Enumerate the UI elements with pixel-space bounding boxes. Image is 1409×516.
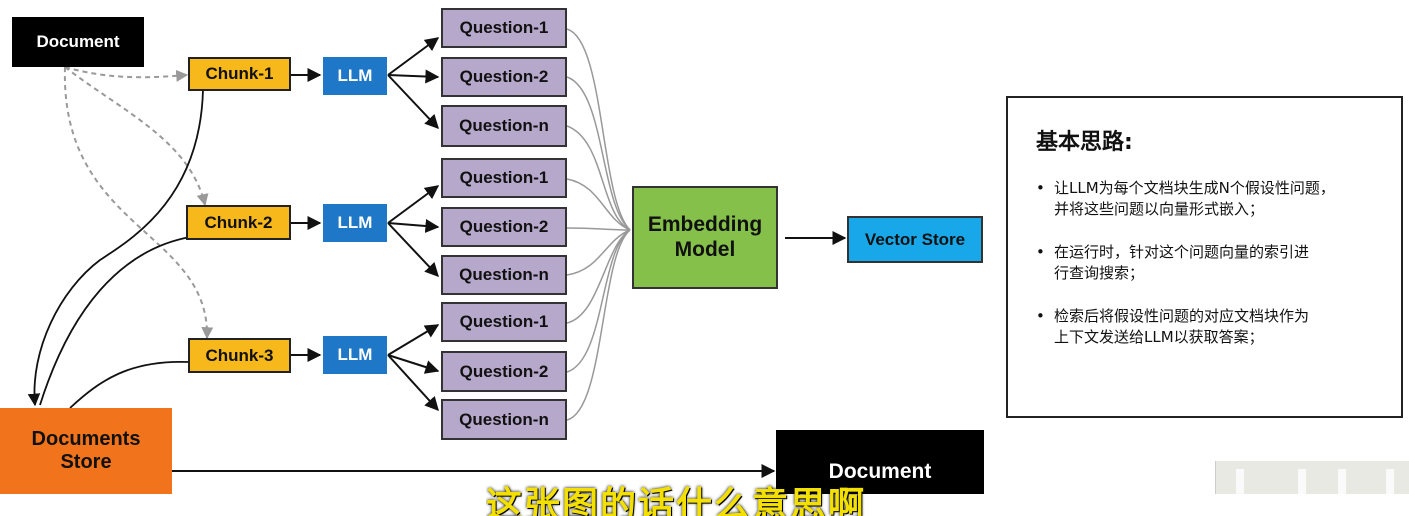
video-caption: 这张图的话什么意思啊 [486, 485, 867, 516]
info-list: • 让LLM为每个文档块生成N个假设性问题， 并将这些问题以向量形式嵌入； • … [1036, 178, 1383, 348]
documents-store-label-line1: Documents [31, 428, 141, 450]
document-output-node: Document [776, 430, 984, 494]
documents-store-label-line2: Store [60, 451, 112, 473]
chunk-to-store-links [27, 89, 204, 409]
chunk-3-node: Chunk-3 [188, 338, 291, 373]
document-to-chunk-links [63, 66, 214, 340]
info-bullet-line: 行查询搜索； [1054, 264, 1145, 282]
vector-store-node: Vector Store [847, 216, 983, 263]
info-bullet-line: 在运行时，针对这个问题向量的索引进 [1054, 243, 1310, 261]
question-to-embedding-curves [566, 28, 631, 421]
question-node: Question-2 [441, 207, 567, 247]
info-bullet-line: 让LLM为每个文档块生成N个假设性问题， [1054, 179, 1335, 197]
info-bullet-line: 并将这些问题以向量形式嵌入； [1054, 200, 1265, 218]
bullet-dot-icon: • [1036, 179, 1045, 197]
embedding-label-line2: Model [674, 237, 736, 261]
llm-node-3: LLM [323, 336, 387, 374]
presenter-video-thumbnail [1215, 461, 1409, 494]
question-node: Question-2 [441, 57, 567, 97]
question-node: Question-n [441, 399, 567, 440]
chunk-to-llm-arrows [291, 68, 322, 362]
embedding-label-line1: Embedding [647, 213, 763, 237]
connector-layer [27, 28, 847, 478]
question-node: Question-1 [441, 302, 567, 342]
bullet-dot-icon: • [1036, 307, 1045, 325]
info-bullet-line: 上下文发送给LLM以获取答案； [1054, 328, 1264, 346]
documents-store-node: Documents Store [0, 408, 172, 494]
info-bullet: • 检索后将假设性问题的对应文档块作为 上下文发送给LLM以获取答案； [1036, 306, 1383, 348]
bullet-dot-icon: • [1036, 243, 1045, 261]
question-node: Question-n [441, 255, 567, 295]
embedding-model-node: Embedding Model [632, 186, 778, 289]
info-panel: 基本思路: • 让LLM为每个文档块生成N个假设性问题， 并将这些问题以向量形式… [1006, 96, 1403, 418]
question-node: Question-1 [441, 158, 567, 198]
info-bullet: • 在运行时，针对这个问题向量的索引进 行查询搜索； [1036, 242, 1383, 284]
llm-to-question-arrows [387, 37, 440, 412]
llm-node-1: LLM [323, 57, 387, 95]
info-bullet: • 让LLM为每个文档块生成N个假设性问题， 并将这些问题以向量形式嵌入； [1036, 178, 1383, 220]
chunk-1-node: Chunk-1 [188, 57, 291, 91]
info-bullet-line: 检索后将假设性问题的对应文档块作为 [1054, 307, 1310, 325]
info-title: 基本思路: [1036, 130, 1133, 155]
chunk-2-node: Chunk-2 [186, 205, 291, 240]
question-node: Question-1 [441, 8, 567, 48]
document-node: Document [12, 17, 144, 67]
llm-node-2: LLM [323, 204, 387, 242]
question-node: Question-n [441, 105, 567, 147]
question-node: Question-2 [441, 351, 567, 392]
